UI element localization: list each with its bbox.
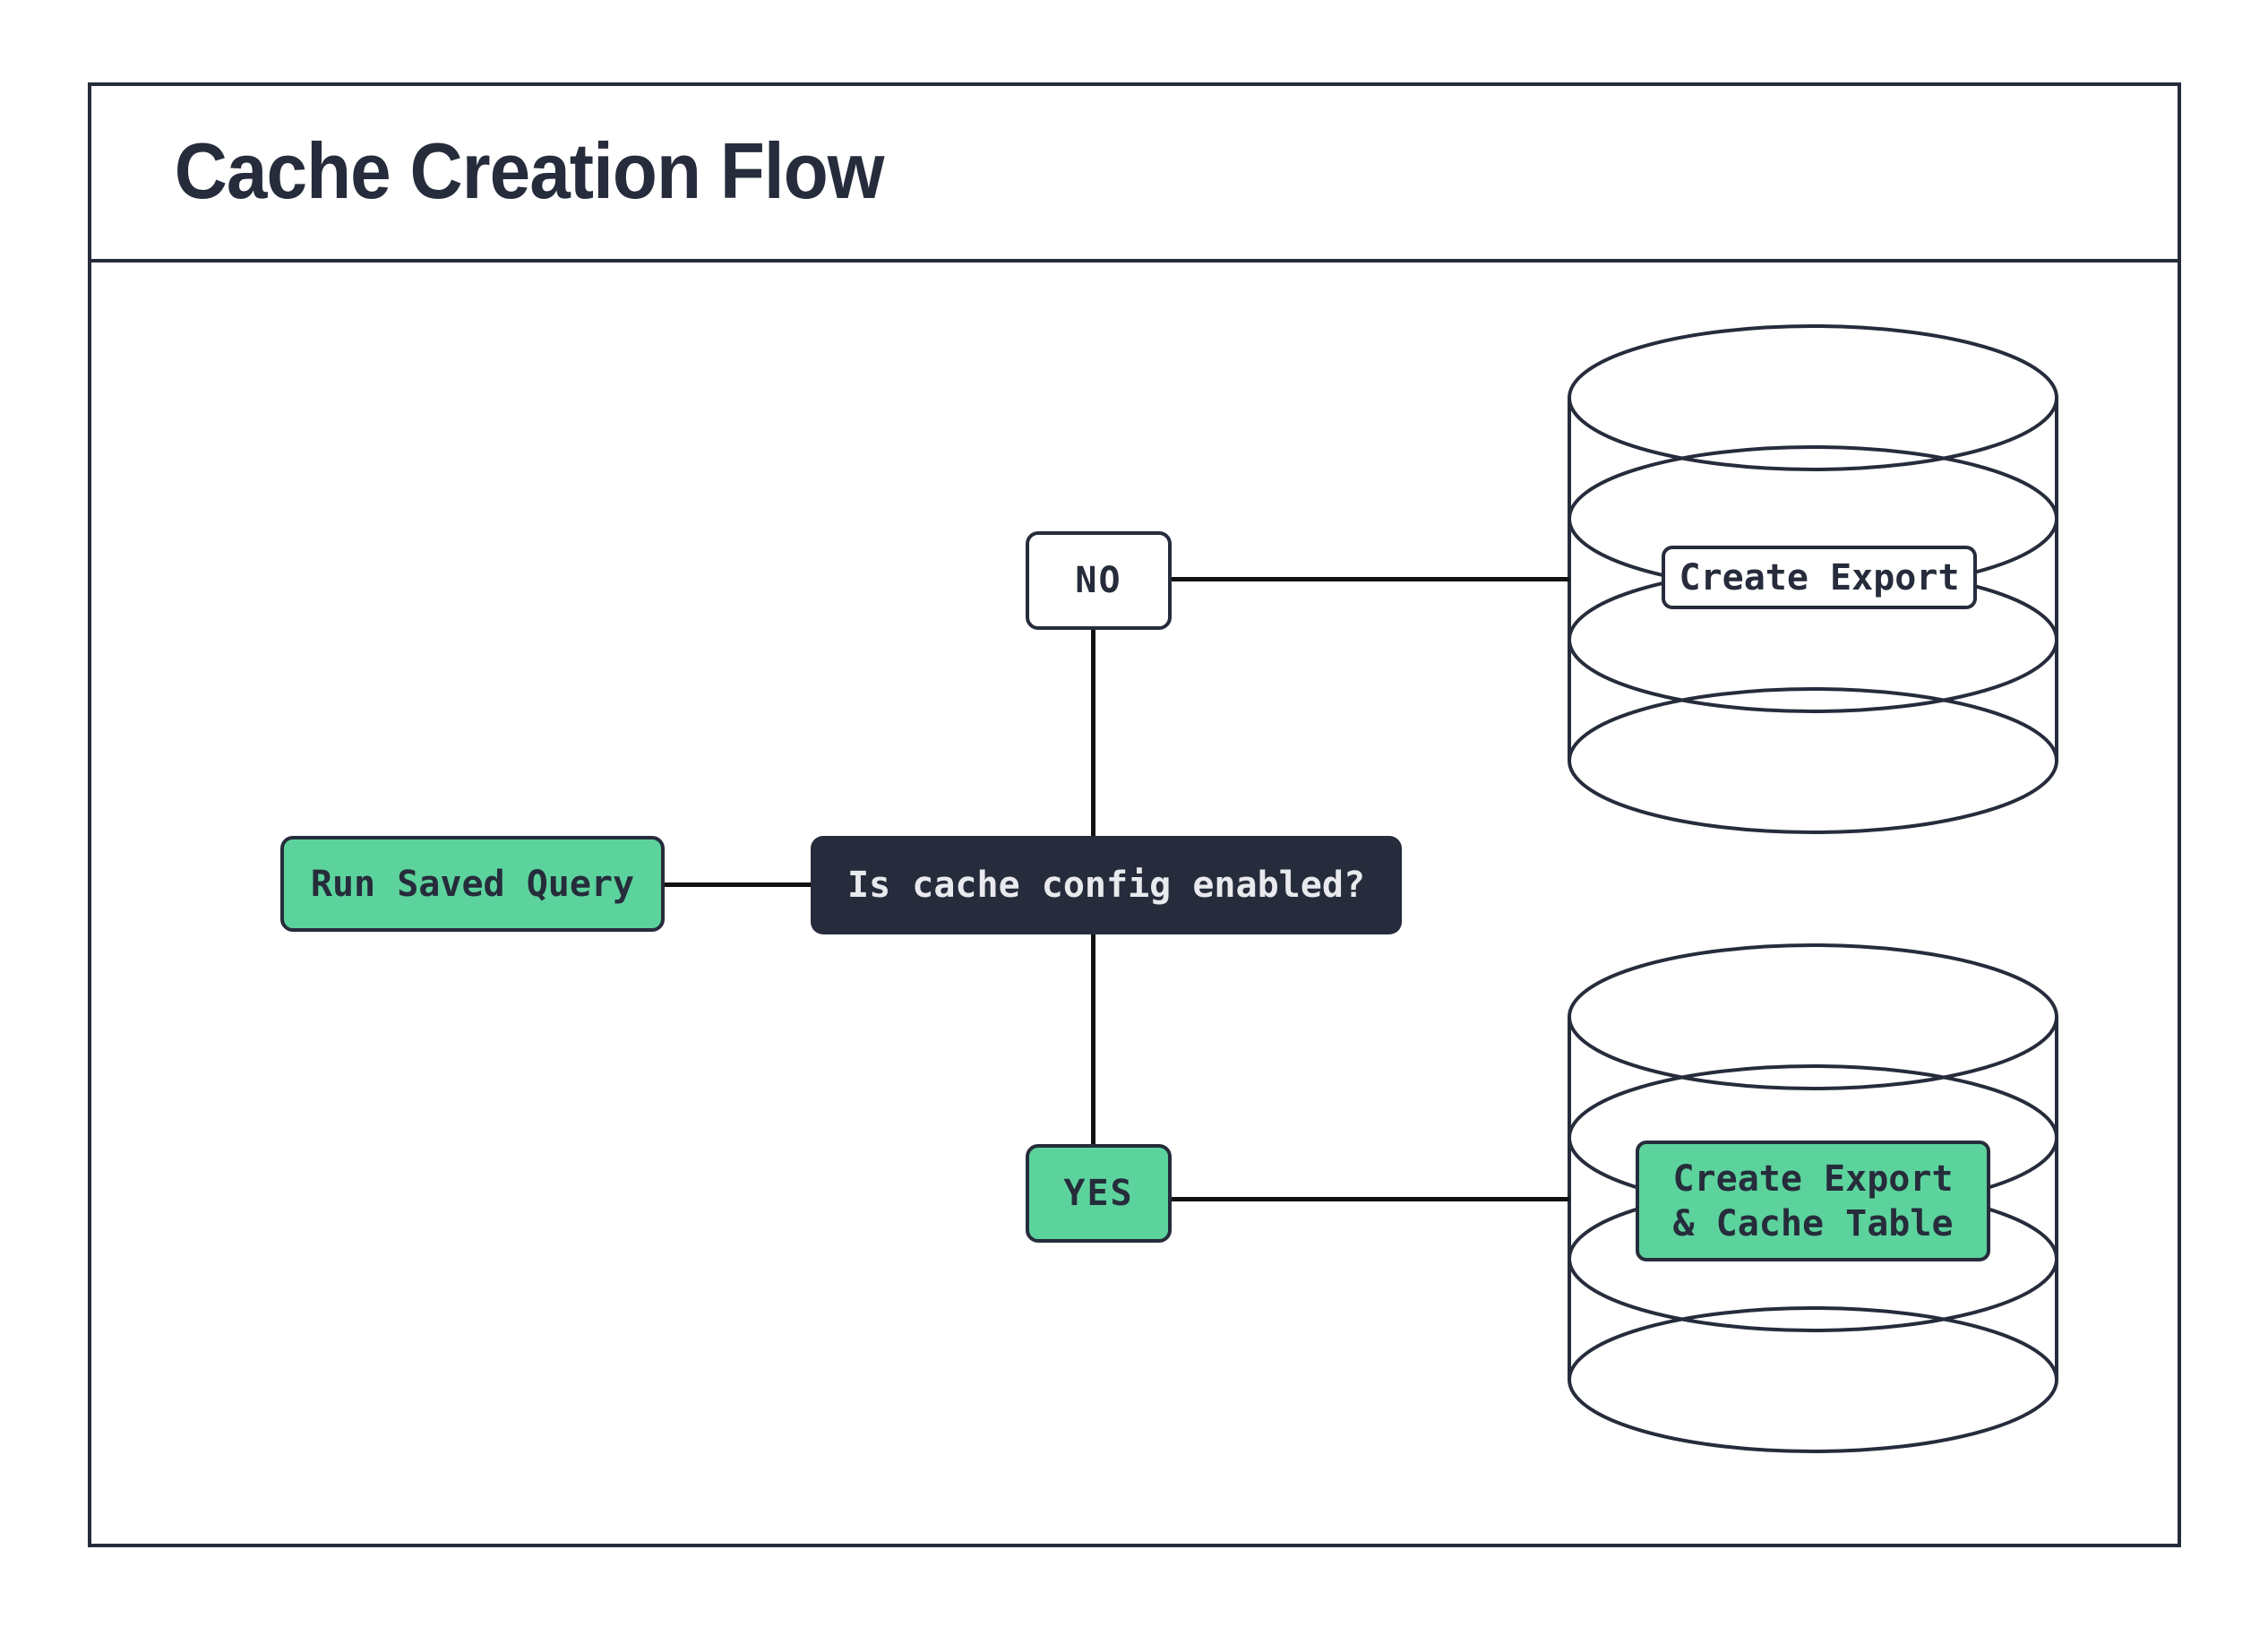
create-export-cache-line2: & Cache Table xyxy=(1672,1202,1954,1244)
no-branch-label: NO xyxy=(1075,560,1122,601)
no-branch-node: NO xyxy=(1026,531,1172,630)
create-export-label: Create Export xyxy=(1679,556,1960,598)
database-icon-top xyxy=(1568,324,2058,834)
create-export-cache-label-node: Create Export & Cache Table xyxy=(1636,1141,1990,1261)
connector-no-to-export-db xyxy=(1172,577,1569,581)
yes-branch-node: YES xyxy=(1026,1144,1172,1243)
yes-branch-label: YES xyxy=(1063,1173,1134,1214)
diagram-frame xyxy=(88,82,2181,1547)
connector-yes-to-cache-db xyxy=(1172,1197,1569,1201)
cache-config-question-node: Is cache config enabled? xyxy=(811,836,1402,934)
connector-question-to-yes xyxy=(1091,934,1095,1144)
page-title: Cache Creation Flow xyxy=(174,125,885,215)
connector-question-to-no xyxy=(1091,630,1095,836)
create-export-cache-label: Create Export & Cache Table xyxy=(1672,1157,1953,1246)
run-saved-query-node: Run Saved Query xyxy=(280,836,665,932)
connector-run-to-question xyxy=(665,882,811,887)
run-saved-query-label: Run Saved Query xyxy=(310,863,635,905)
diagram-header: Cache Creation Flow xyxy=(88,82,2181,263)
create-export-cache-line1: Create Export xyxy=(1672,1158,1954,1200)
create-export-label-node: Create Export xyxy=(1662,546,1977,609)
cache-config-question-label: Is cache config enabled? xyxy=(847,865,1365,906)
